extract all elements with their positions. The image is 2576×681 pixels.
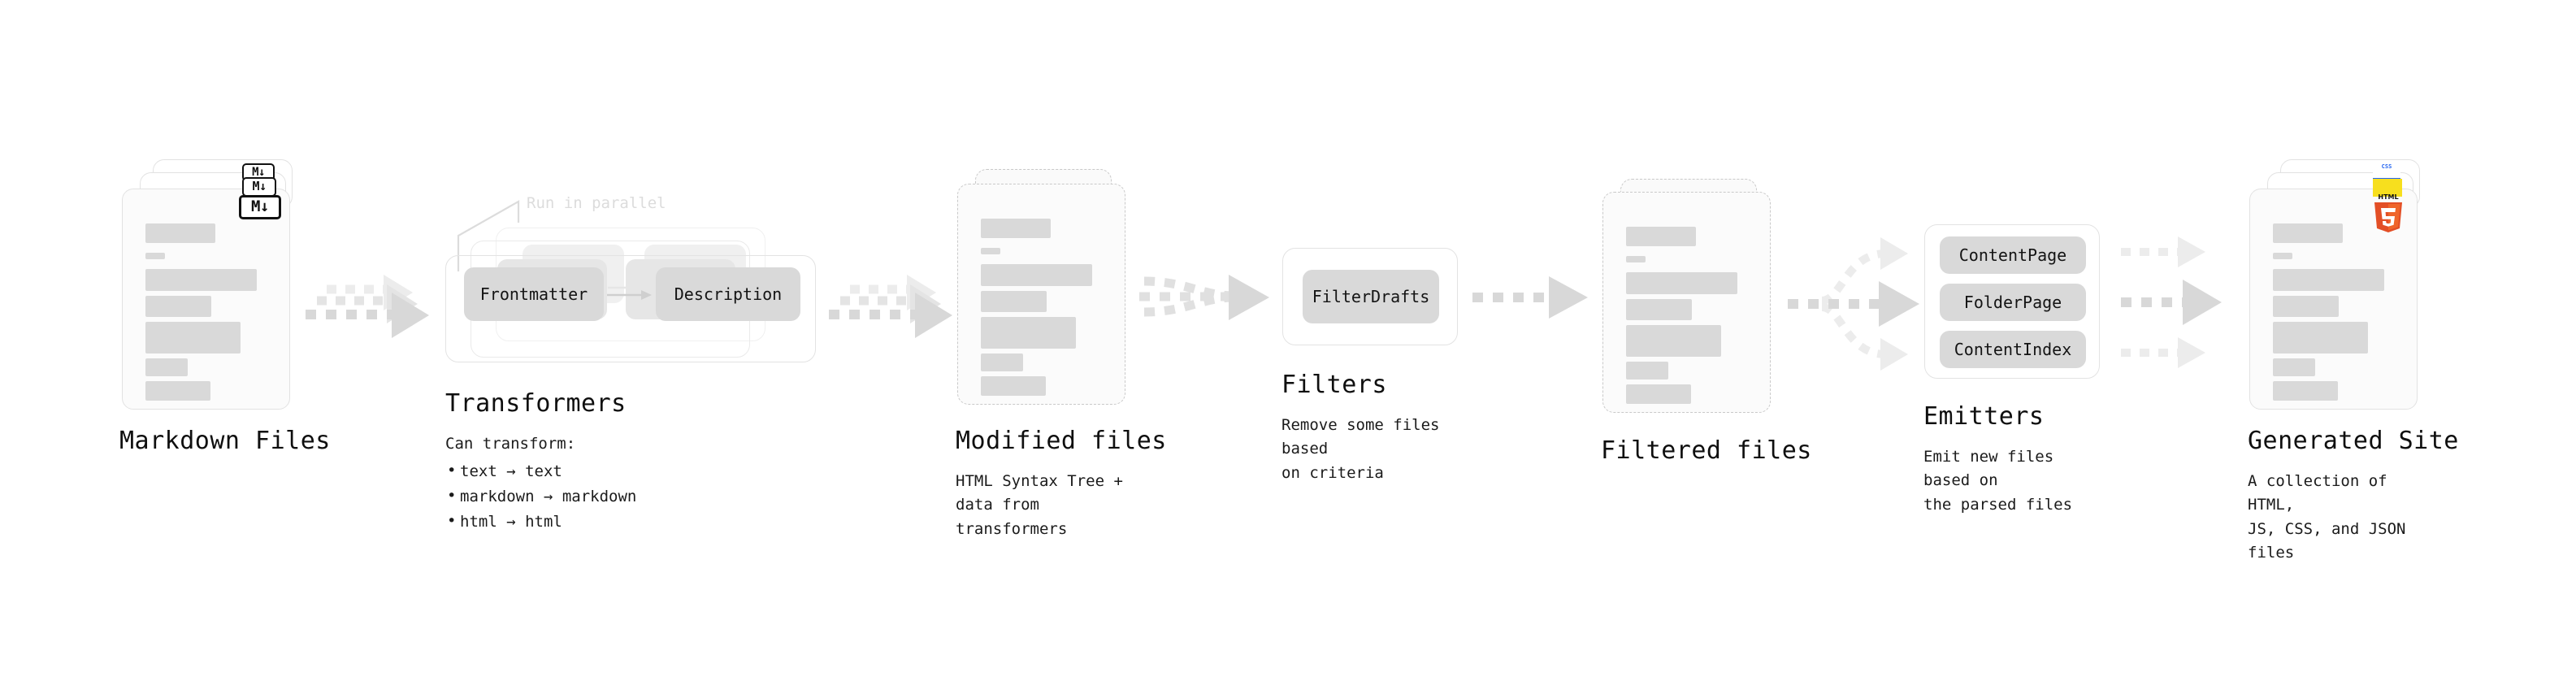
emitter-pill-contentpage[interactable]: ContentPage (1940, 236, 2086, 274)
skeleton-bar (145, 253, 165, 259)
dashed-arrow-stack-icon (829, 275, 952, 338)
connector-filters-to-filtered (1471, 275, 1609, 323)
skeleton-bar (1626, 325, 1721, 357)
stage-generated-site: CSS HTML (2248, 159, 2458, 562)
html5-icon: HTML (2370, 192, 2407, 234)
stage-title-markdown-files: Markdown Files (119, 427, 331, 455)
stage-subtitle-generated-site: A collection of HTML, JS, CSS, and JSON … (2248, 472, 2406, 562)
css-icon: CSS (2373, 164, 2400, 180)
modified-file-stack (957, 169, 1136, 429)
bullet-item: markdown → markdown (445, 484, 636, 510)
skeleton-bar (145, 296, 211, 317)
run-in-parallel-bracket-icon (457, 200, 520, 271)
transformers-stack: Run in parallel F (445, 192, 827, 362)
document-card-front (1602, 192, 1771, 413)
stage-title-filtered-files: Filtered files (1601, 436, 1812, 465)
dashed-arrow-converge-icon (1139, 275, 1269, 320)
emitter-pill-contentindex[interactable]: ContentIndex (1940, 331, 2086, 368)
transformers-caption-lead: Can transform: (445, 435, 576, 453)
skeleton-bar (981, 248, 1000, 254)
flow-arrow-icon (607, 290, 652, 300)
skeleton-bar (145, 322, 241, 354)
skeleton-bar (981, 317, 1076, 349)
bullet-item: text → text (445, 458, 636, 484)
connector-modified-to-filters (1138, 260, 1292, 358)
emitters-group-box: ContentPage FolderPage ContentIndex (1924, 224, 2100, 379)
skeleton-bar (145, 381, 210, 401)
skeleton-bar (1626, 256, 1646, 262)
transformer-pill-description[interactable]: Description (656, 267, 800, 321)
transformers-bullet-list: text → text markdown → markdown html → h… (445, 458, 636, 535)
skeleton-bar (2273, 296, 2339, 317)
skeleton-bar (1626, 384, 1691, 404)
transformer-pill-frontmatter[interactable]: Frontmatter (464, 267, 604, 321)
stage-subtitle-emitters: Emit new files based on the parsed files (1923, 448, 2073, 514)
skeleton-bar (1626, 227, 1696, 246)
dashed-arrow-triple-icon (2121, 236, 2222, 368)
markdown-icon-back-2: M↓ (242, 163, 275, 181)
stage-transformers: Run in parallel F (445, 192, 827, 534)
stage-title-filters: Filters (1281, 371, 1387, 399)
skeleton-bar (145, 223, 215, 243)
skeleton-bar (981, 264, 1092, 286)
document-card-front (122, 189, 290, 410)
dashed-arrow-stack-icon (306, 275, 429, 338)
skeleton-bar (2273, 223, 2343, 243)
svg-text:HTML: HTML (2378, 193, 2398, 201)
stage-emitters: ContentPage FolderPage ContentIndex Emit… (1923, 224, 2100, 514)
stage-title-transformers: Transformers (445, 389, 627, 418)
skeleton-bar (2273, 358, 2315, 376)
stage-title-emitters: Emitters (1923, 402, 2045, 431)
skeleton-bar (2273, 253, 2292, 259)
skeleton-bar (981, 376, 1046, 396)
skeleton-bar (1626, 299, 1692, 320)
emitter-pill-folderpage[interactable]: FolderPage (1940, 284, 2086, 321)
markdown-file-stack: M↓ M↓ M↓ (122, 159, 309, 419)
stage-filters: FilterDrafts Filters Remove some files b… (1281, 248, 1458, 482)
filter-pill-filterdrafts[interactable]: FilterDrafts (1303, 270, 1439, 323)
dashed-arrow-fanout-icon (1788, 237, 1919, 371)
connector-transformers-to-modified (827, 268, 982, 349)
filtered-file-stack (1602, 179, 1781, 431)
transformer-group-front: Frontmatter Description (445, 255, 816, 362)
transformers-caption: Can transform: text → text markdown → ma… (445, 432, 636, 535)
stage-subtitle-filters: Remove some files based on criteria (1281, 416, 1440, 482)
filters-group-box: FilterDrafts (1282, 248, 1458, 345)
skeleton-bar (2273, 322, 2368, 354)
dashed-arrow-icon (1472, 276, 1588, 319)
document-card-front (957, 184, 1125, 405)
skeleton-bar (1626, 362, 1668, 380)
skeleton-bar (981, 219, 1051, 238)
skeleton-bar (2273, 269, 2384, 291)
stage-title-modified-files: Modified files (956, 427, 1167, 455)
skeleton-bar (981, 354, 1023, 371)
stage-filtered-files: Filtered files (1601, 179, 1811, 465)
skeleton-bar (145, 269, 257, 291)
skeleton-bar (145, 358, 188, 376)
connector-filtered-to-emitters (1785, 226, 1947, 388)
skeleton-bar (1626, 272, 1737, 294)
stage-title-generated-site: Generated Site (2248, 427, 2459, 455)
markdown-icon: M↓ (239, 195, 281, 219)
skeleton-bar (2273, 381, 2338, 401)
connector-emitters-to-site (2118, 232, 2264, 379)
markdown-icon-back-1: M↓ (242, 177, 276, 197)
js-icon (2373, 179, 2402, 197)
connector-md-to-transformers (302, 268, 457, 349)
bullet-item: html → html (445, 509, 636, 535)
stage-markdown-files: M↓ M↓ M↓ Markdown Files (119, 159, 330, 455)
skeleton-bar (981, 291, 1047, 312)
flow-arrow-icon (608, 284, 644, 292)
run-in-parallel-label: Run in parallel (527, 194, 666, 212)
generated-site-file-stack: CSS HTML (2249, 159, 2436, 419)
stage-modified-files: Modified files HTML Syntax Tree + data f… (956, 169, 1166, 538)
stage-subtitle-modified-files: HTML Syntax Tree + data from transformer… (956, 472, 1123, 538)
